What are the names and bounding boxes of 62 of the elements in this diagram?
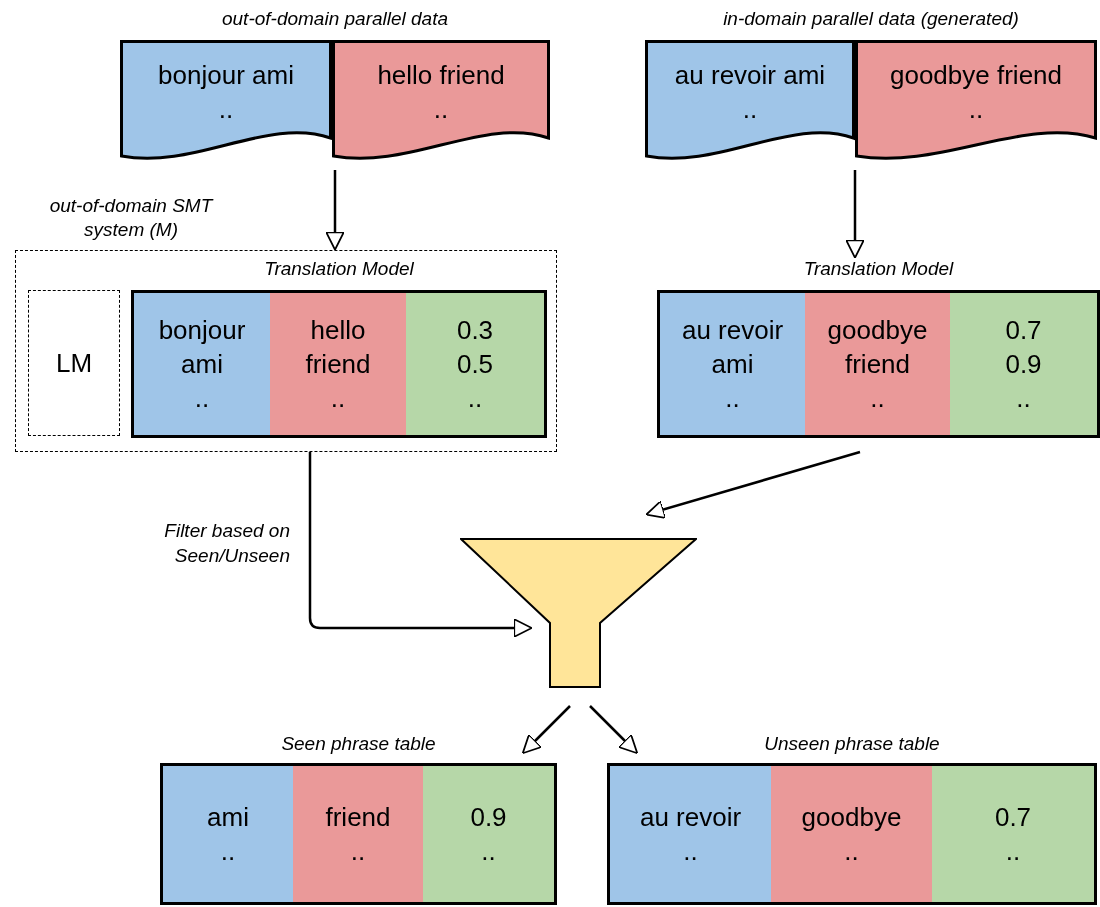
table-cell (270, 293, 406, 435)
table-cell (293, 766, 423, 902)
table-cell (610, 766, 771, 902)
cell-text: hello friend (377, 59, 505, 92)
ellipsis-text: .. (870, 382, 885, 415)
cell-text: LM (55, 347, 93, 380)
cell-text: 0.7 (1005, 314, 1042, 347)
ellipsis-text: .. (350, 835, 366, 868)
table-cell (406, 293, 544, 435)
ellipsis-text: .. (968, 93, 984, 126)
ellipsis-text: .. (1016, 382, 1031, 415)
cell-text: goodbye (801, 801, 902, 834)
ellipsis-text: .. (481, 835, 496, 868)
cell-text: au revoir ami (674, 59, 826, 92)
cell-text: hello friend (304, 314, 372, 381)
cell-text: au revoir ami (680, 314, 785, 381)
heading-text: Translation Model (802, 258, 955, 280)
heading-text: in-domain parallel data (generated) (722, 8, 1020, 30)
ellipsis-text: .. (433, 93, 449, 126)
dashed-box (28, 290, 120, 436)
table-cell (950, 293, 1097, 435)
ellipsis-text: .. (683, 835, 698, 868)
ellipsis-text: .. (742, 93, 758, 126)
cell-text: 0.9 (1005, 348, 1042, 381)
cell-text: 0.7 (994, 801, 1032, 834)
table-cell (805, 293, 950, 435)
ellipsis-text: .. (194, 382, 210, 415)
arrow (589, 705, 639, 755)
cell-text: goodbye friend (890, 59, 1062, 92)
cell-text: friend (325, 801, 391, 834)
ellipsis-text: .. (1005, 835, 1021, 868)
funnel-shape (460, 538, 697, 688)
cell-text: 0.3 (456, 314, 494, 347)
arrow (325, 170, 345, 251)
ellipsis-text: .. (467, 382, 483, 415)
table-cell (660, 293, 805, 435)
table-cell (134, 293, 270, 435)
ellipsis-text: .. (330, 382, 346, 415)
heading-text: Seen phrase table (280, 733, 437, 755)
heading-text: Translation Model (263, 258, 415, 280)
cell-text: goodbye friend (826, 314, 929, 381)
cell-text: 0.5 (456, 348, 494, 381)
table-cell (771, 766, 932, 902)
heading-text: Unseen phrase table (763, 733, 941, 755)
table-cell (932, 766, 1094, 902)
cell-text: 0.9 (470, 801, 507, 834)
table-cell (163, 766, 293, 902)
ellipsis-text: .. (220, 835, 236, 868)
arrow (521, 705, 571, 755)
table-cell (423, 766, 554, 902)
cell-text: au revoir (639, 801, 742, 834)
arrow (645, 450, 861, 519)
ellipsis-text: .. (844, 835, 859, 868)
cell-text: bonjour ami (158, 59, 294, 92)
arrow (308, 452, 533, 638)
heading-text: out-of-domain parallel data (221, 8, 449, 30)
arrow (845, 170, 865, 259)
cell-text: bonjour ami (157, 314, 247, 381)
cell-text: ami (207, 801, 249, 834)
ellipsis-text: .. (725, 382, 740, 415)
ellipsis-text: .. (218, 93, 234, 126)
heading-text: out-of-domain SMT system (M) (48, 194, 215, 242)
